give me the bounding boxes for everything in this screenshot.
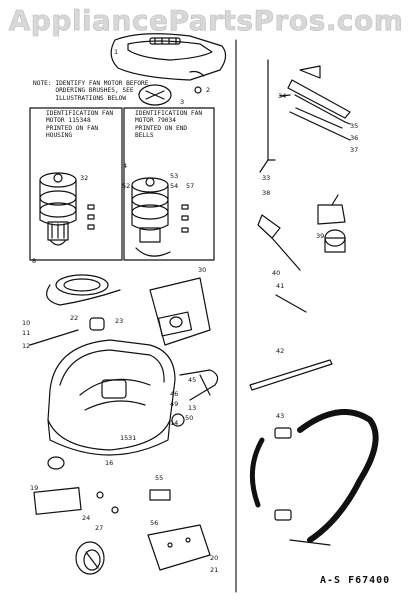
callout-43: 43 xyxy=(276,412,284,420)
callout-57: 57 xyxy=(186,182,194,190)
callout-16: 16 xyxy=(105,459,113,467)
callout-13: 13 xyxy=(188,404,196,412)
callout-32: 32 xyxy=(80,174,88,182)
callout-31: 31 xyxy=(128,434,136,442)
canister-body xyxy=(47,339,176,456)
callout-12: 12 xyxy=(22,342,30,350)
identification-left-label: IDENTIFICATION FAN MOTOR 115348 PRINTED … xyxy=(46,110,114,140)
callout-23: 23 xyxy=(115,317,123,325)
callout-34: 34 xyxy=(278,92,286,100)
callout-56: 56 xyxy=(150,519,158,527)
identification-box-right xyxy=(123,107,215,261)
callout-19: 19 xyxy=(30,484,38,492)
callout-30: 30 xyxy=(198,266,206,274)
dust-brush-tool xyxy=(317,194,346,253)
circuit-board xyxy=(147,524,211,571)
upholstery-tool xyxy=(257,214,301,271)
callout-1: 1 xyxy=(114,48,118,56)
fan-motor-right xyxy=(131,177,169,243)
callout-24: 24 xyxy=(82,514,90,522)
switch-knob xyxy=(75,541,105,575)
callout-3: 3 xyxy=(180,98,184,106)
lid-handle-assembly xyxy=(110,33,227,81)
callout-42: 42 xyxy=(276,347,284,355)
screw-part xyxy=(194,86,202,94)
flexible-hose xyxy=(249,409,379,546)
callout-52: 52 xyxy=(122,182,130,190)
callout-21: 21 xyxy=(210,566,218,574)
filter-housing xyxy=(149,277,211,346)
callout-4: 4 xyxy=(123,162,127,170)
callout-40: 40 xyxy=(272,269,280,277)
base-plate xyxy=(33,487,82,515)
callout-54: 54 xyxy=(170,182,178,190)
callout-41: 41 xyxy=(276,282,284,290)
identification-right-label: IDENTIFICATION FAN MOTOR 79034 PRINTED O… xyxy=(135,110,203,140)
callout-2: 2 xyxy=(206,86,210,94)
note-text: NOTE: IDENTIFY FAN MOTOR BEFORE ORDERING… xyxy=(33,80,149,102)
callout-numbers: 1 2 3 4 8 10 11 12 13 14 15 16 19 20 21 … xyxy=(22,48,358,574)
callout-22: 22 xyxy=(70,314,78,322)
callout-39: 39 xyxy=(316,232,324,240)
callout-50: 50 xyxy=(185,414,193,422)
callout-14: 14 xyxy=(170,419,178,427)
callout-45: 45 xyxy=(188,376,196,384)
callout-10: 10 xyxy=(22,319,30,327)
callout-53: 53 xyxy=(170,172,178,180)
callout-35: 35 xyxy=(350,122,358,130)
callout-11: 11 xyxy=(22,329,30,337)
fan-motor-left xyxy=(39,172,77,246)
callout-8: 8 xyxy=(32,257,36,265)
extension-wand xyxy=(275,294,307,313)
callout-37: 37 xyxy=(350,146,358,154)
callout-20: 20 xyxy=(210,554,218,562)
callout-49: 49 xyxy=(170,400,178,408)
filter-disc xyxy=(138,84,172,106)
callout-38: 38 xyxy=(262,189,270,197)
floor-brush-tool xyxy=(287,65,351,141)
callout-46: 46 xyxy=(170,390,178,398)
callout-33: 33 xyxy=(262,174,270,182)
caster-wheel xyxy=(47,456,65,470)
gasket-ring xyxy=(55,274,109,296)
identification-box-left xyxy=(29,107,123,261)
callout-55: 55 xyxy=(155,474,163,482)
callout-27: 27 xyxy=(95,524,103,532)
callout-36: 36 xyxy=(350,134,358,142)
reference-code: A-S F67400 xyxy=(320,575,391,586)
callout-15: 15 xyxy=(120,434,128,442)
